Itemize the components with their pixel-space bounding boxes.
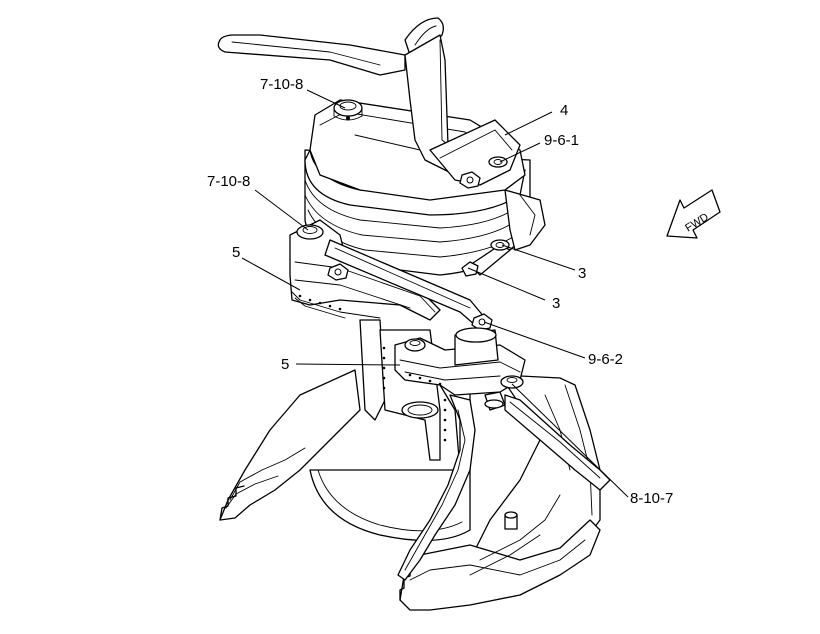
leader-3-upper — [501, 244, 576, 271]
leader-lines — [241, 89, 629, 498]
callout-3-upper: 3 — [578, 265, 586, 282]
leader-7-10-8-left — [254, 189, 309, 231]
leader-3-lower — [467, 267, 546, 301]
pivot-handle — [217, 17, 521, 189]
callout-5-lower: 5 — [281, 356, 289, 373]
frame-rivets — [382, 346, 447, 442]
leader-8-10-7 — [511, 383, 629, 498]
callout-7-10-8-left: 7-10-8 — [207, 173, 250, 190]
callout-3-lower: 3 — [552, 295, 560, 312]
lower-bracket — [394, 327, 526, 411]
leader-9-6-2 — [483, 321, 586, 359]
curved-arm — [397, 394, 611, 581]
bucket-bowl — [219, 369, 601, 611]
callout-9-6-2: 9-6-2 — [588, 351, 623, 368]
fwd-arrow: FWD — [666, 189, 721, 239]
callout-5-upper: 5 — [232, 244, 240, 261]
callout-labels: 7-10-8 4 9-6-1 7-10-8 5 3 3 5 9-6-2 8-10… — [207, 76, 673, 507]
upper-pin — [333, 99, 363, 121]
callout-7-10-8-top: 7-10-8 — [260, 76, 303, 93]
leader-7-10-8-top — [306, 89, 346, 109]
fwd-arrow-icon — [666, 189, 721, 239]
callout-4: 4 — [560, 102, 568, 119]
leader-5-upper — [241, 257, 301, 291]
callout-8-10-7: 8-10-7 — [630, 490, 673, 507]
leader-4 — [504, 111, 553, 136]
callout-9-6-1: 9-6-1 — [544, 132, 579, 149]
leader-9-6-1 — [499, 142, 541, 163]
leader-5-lower — [295, 363, 401, 366]
